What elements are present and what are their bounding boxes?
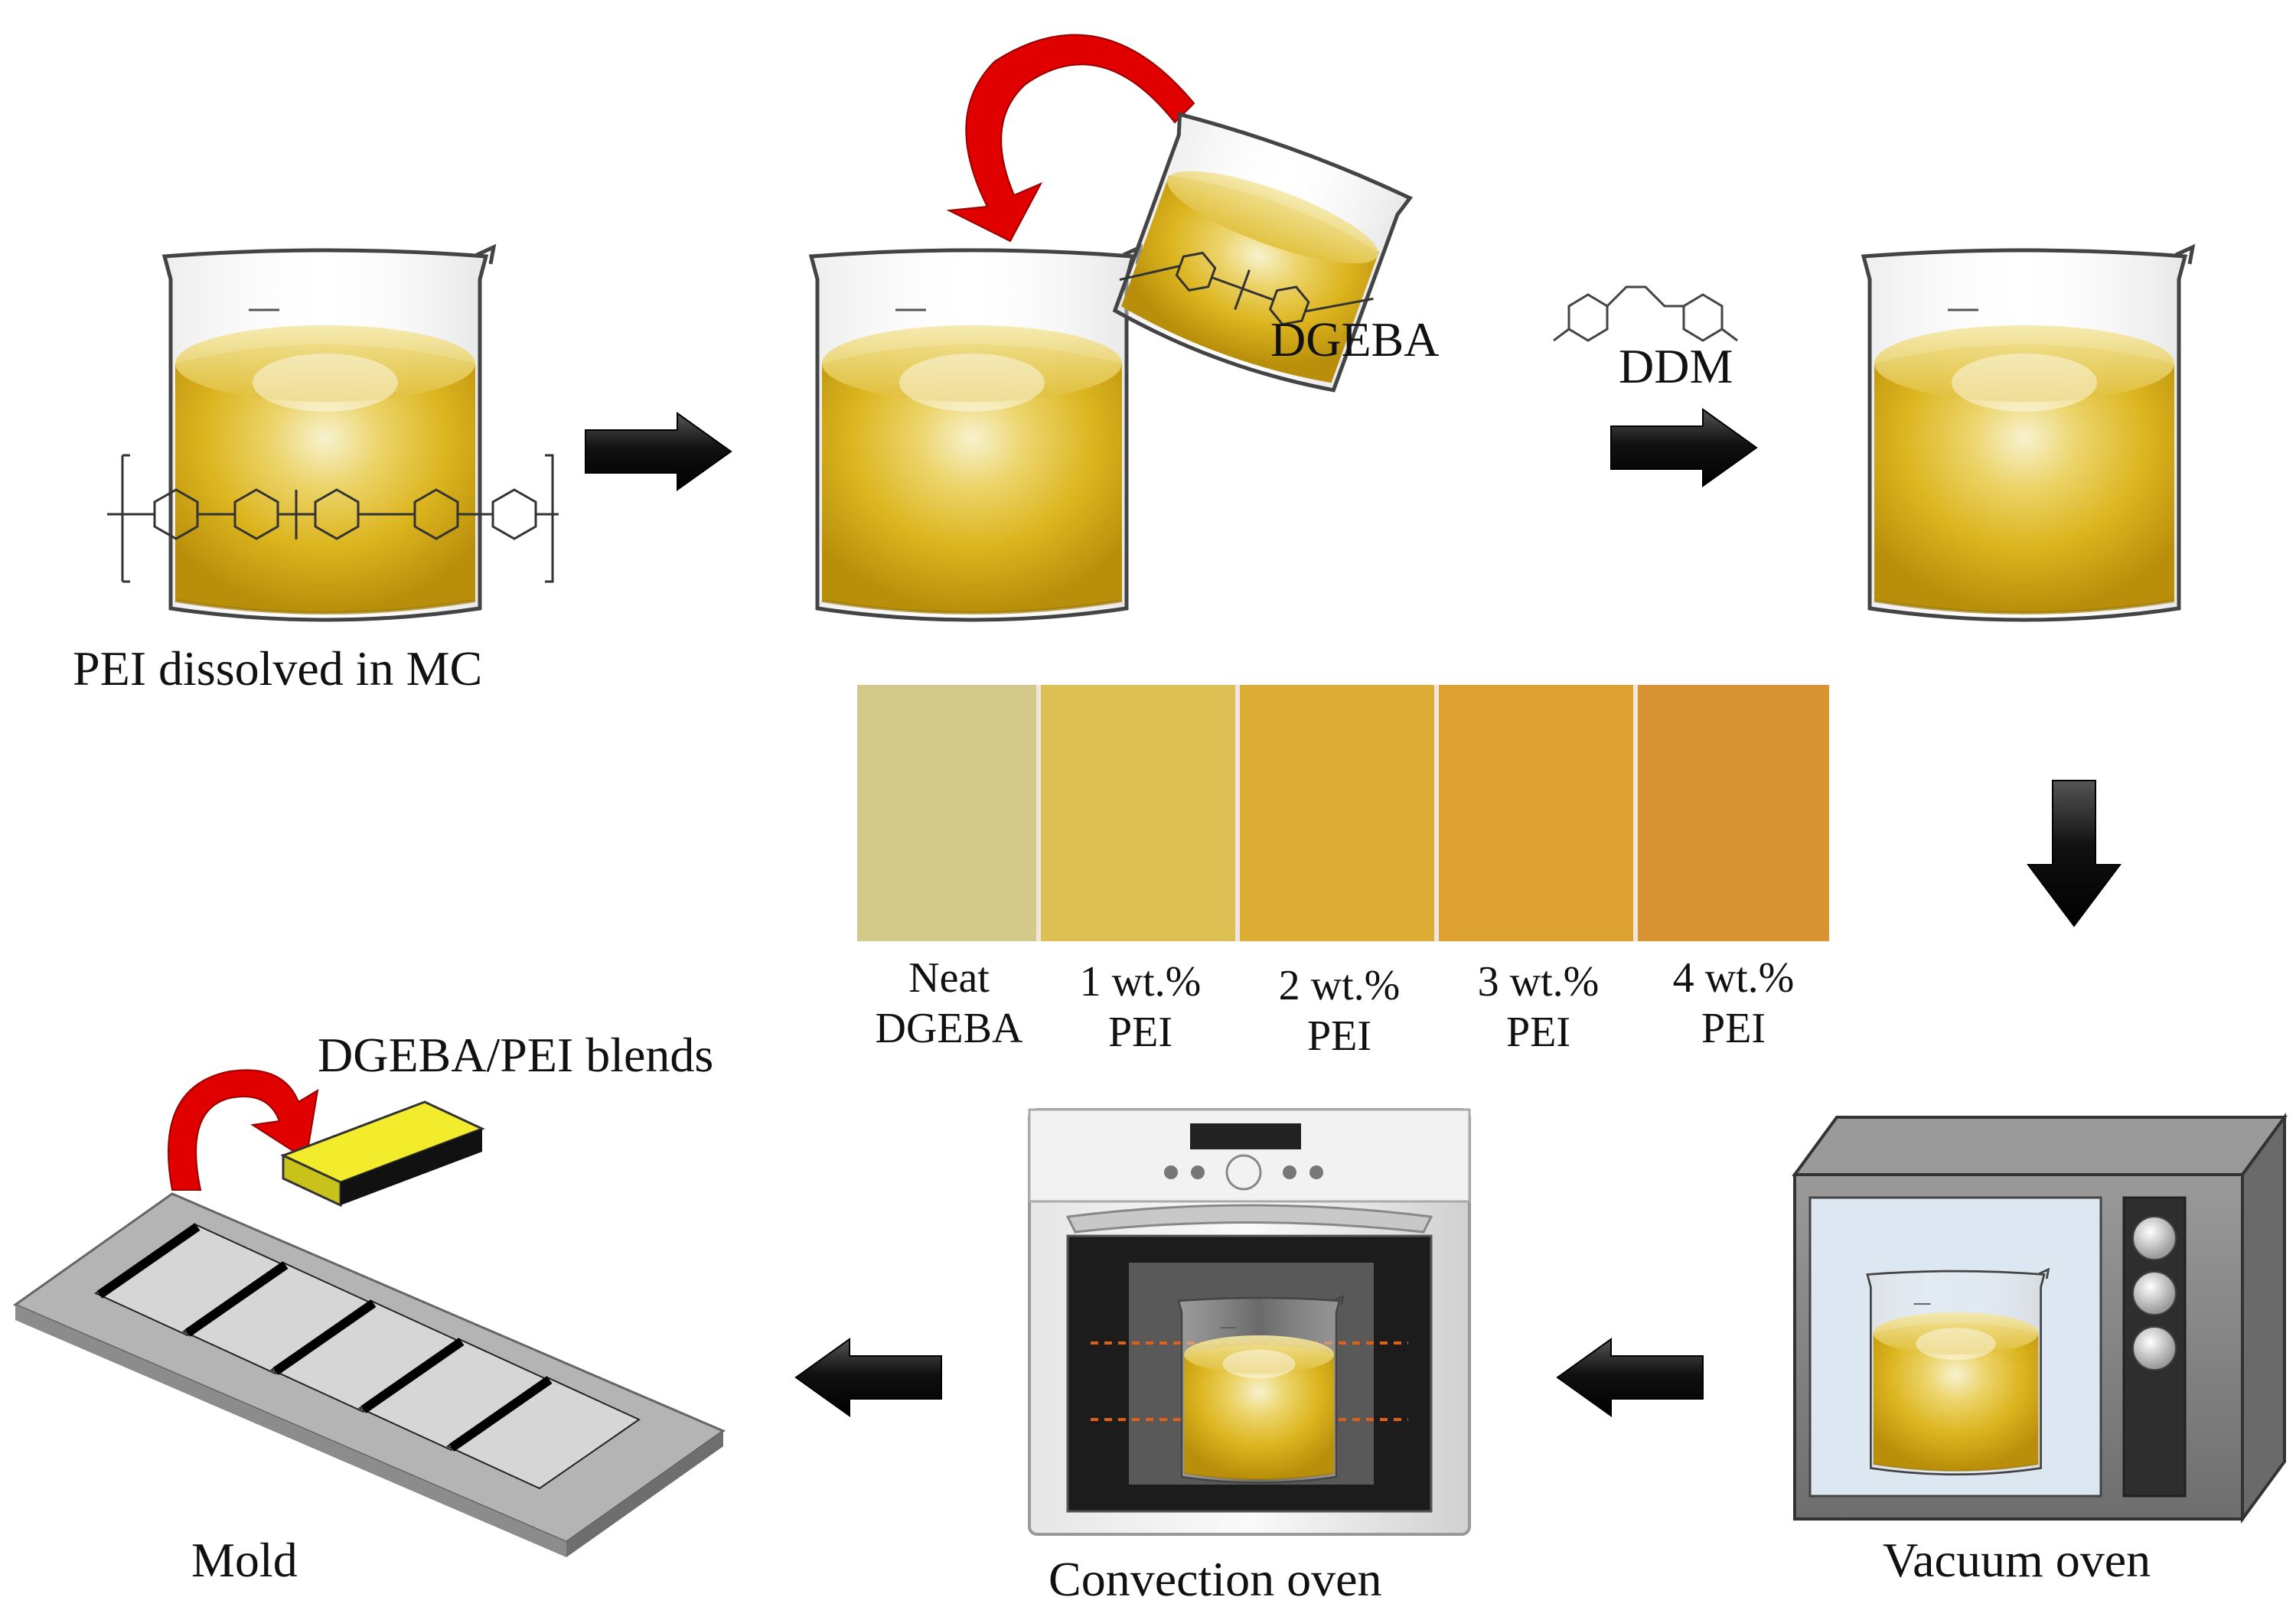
beaker-icon: [811, 247, 1140, 620]
convection-oven-icon: [1028, 1108, 1471, 1536]
sample-label-line1: 1 wt.%: [1079, 958, 1202, 1006]
specimen-icon: [280, 1100, 485, 1208]
beaker-icon: [1864, 247, 2193, 620]
vacuum-oven-label: Vacuum oven: [1883, 1533, 2151, 1587]
sample-label-line2: DGEBA: [875, 1005, 1023, 1052]
beaker-icon: [107, 247, 559, 620]
sample-swatch: [1638, 685, 1829, 941]
curved-arrow-icon: [168, 1069, 319, 1191]
ddm-label: DDM: [1619, 339, 1733, 393]
dgeba-label: DGEBA: [1270, 312, 1439, 367]
sample-label: 2 wt.%PEI: [1244, 960, 1435, 1061]
sample-label: 3 wt.%PEI: [1443, 957, 1634, 1058]
sample-swatch: [1439, 685, 1638, 941]
sample-swatch: [1041, 685, 1240, 941]
sample-label-line1: 3 wt.%: [1477, 958, 1600, 1006]
sample-swatch: [1240, 685, 1439, 941]
sample-label-line1: Neat: [908, 954, 990, 1002]
sample-label-line2: PEI: [1108, 1009, 1172, 1056]
arrow-right-icon: [585, 412, 732, 491]
sample-label: 4 wt.%PEI: [1638, 953, 1829, 1054]
convection-oven-label: Convection oven: [1049, 1552, 1381, 1606]
sample-label-line2: PEI: [1701, 1005, 1766, 1052]
sample-label: 1 wt.%PEI: [1045, 957, 1236, 1058]
ddm-structure-icon: [1553, 285, 1738, 342]
arrow-left-icon: [1557, 1338, 1704, 1416]
sample-label-line2: PEI: [1506, 1009, 1570, 1056]
sample-label-line2: PEI: [1307, 1012, 1371, 1060]
pei-solution-label: PEI dissolved in MC: [73, 641, 482, 696]
vacuum-oven-icon: [1792, 1112, 2288, 1524]
sample-label-line1: 4 wt.%: [1672, 954, 1795, 1002]
mold-label: Mold: [191, 1533, 298, 1587]
arrow-down-icon: [2027, 780, 2122, 927]
tilted-beaker-icon: [1112, 112, 1414, 393]
mold-icon: [12, 1192, 726, 1557]
sample-photo: [857, 685, 1829, 941]
arrow-right-icon: [1610, 409, 1757, 487]
sample-label-line1: 2 wt.%: [1278, 962, 1401, 1009]
curved-arrow-icon: [946, 34, 1195, 243]
arrow-left-icon: [795, 1338, 942, 1416]
blends-label: DGEBA/PEI blends: [318, 1028, 713, 1082]
pei-structure-icon: [107, 454, 559, 583]
sample-swatch: [857, 685, 1041, 941]
